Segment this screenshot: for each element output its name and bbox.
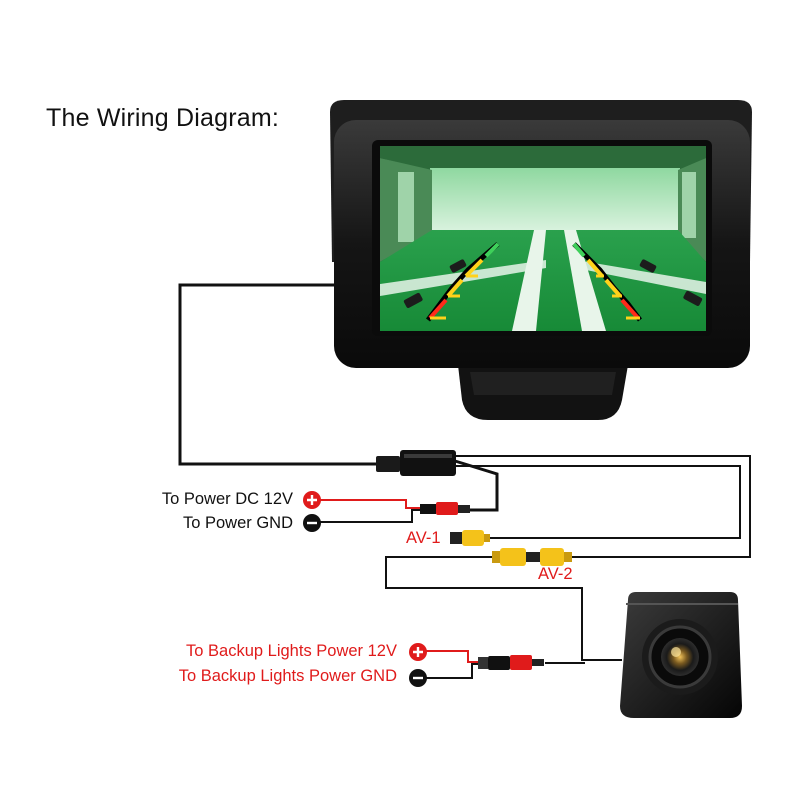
diagram-title: The Wiring Diagram:	[46, 104, 280, 132]
monitor-cable	[178, 283, 378, 466]
trunk-to-power	[454, 459, 499, 512]
trunk-connector	[376, 450, 456, 476]
av2-connector	[492, 548, 572, 566]
label-power-dc: To Power DC 12V	[161, 490, 293, 508]
backup-12v-wire	[426, 650, 484, 663]
camera-lens	[661, 638, 699, 676]
label-power-gnd: To Power GND	[182, 514, 293, 532]
power-12v-wire	[320, 499, 430, 509]
backup-gnd-wire	[418, 663, 484, 679]
plus-icon	[303, 491, 321, 509]
trunk-to-av1	[455, 465, 741, 539]
minus-icon	[409, 669, 427, 687]
gnd-wire	[318, 509, 426, 523]
av1-connector	[450, 530, 490, 546]
plus-icon	[409, 643, 427, 661]
monitor-screen	[380, 146, 706, 331]
label-av2: AV-2	[538, 565, 573, 583]
label-backup-power: To Backup Lights Power 12V	[186, 642, 397, 660]
label-av1: AV-1	[406, 529, 441, 547]
av2-to-camera	[385, 556, 622, 661]
power-plug	[420, 502, 470, 515]
minus-icon	[303, 514, 321, 532]
trunk-to-av2	[455, 455, 751, 558]
wiring	[178, 283, 751, 679]
label-backup-gnd: To Backup Lights Power GND	[178, 667, 397, 685]
backup-power-plug	[478, 655, 544, 670]
monitor	[330, 100, 752, 420]
backup-camera	[620, 592, 742, 718]
